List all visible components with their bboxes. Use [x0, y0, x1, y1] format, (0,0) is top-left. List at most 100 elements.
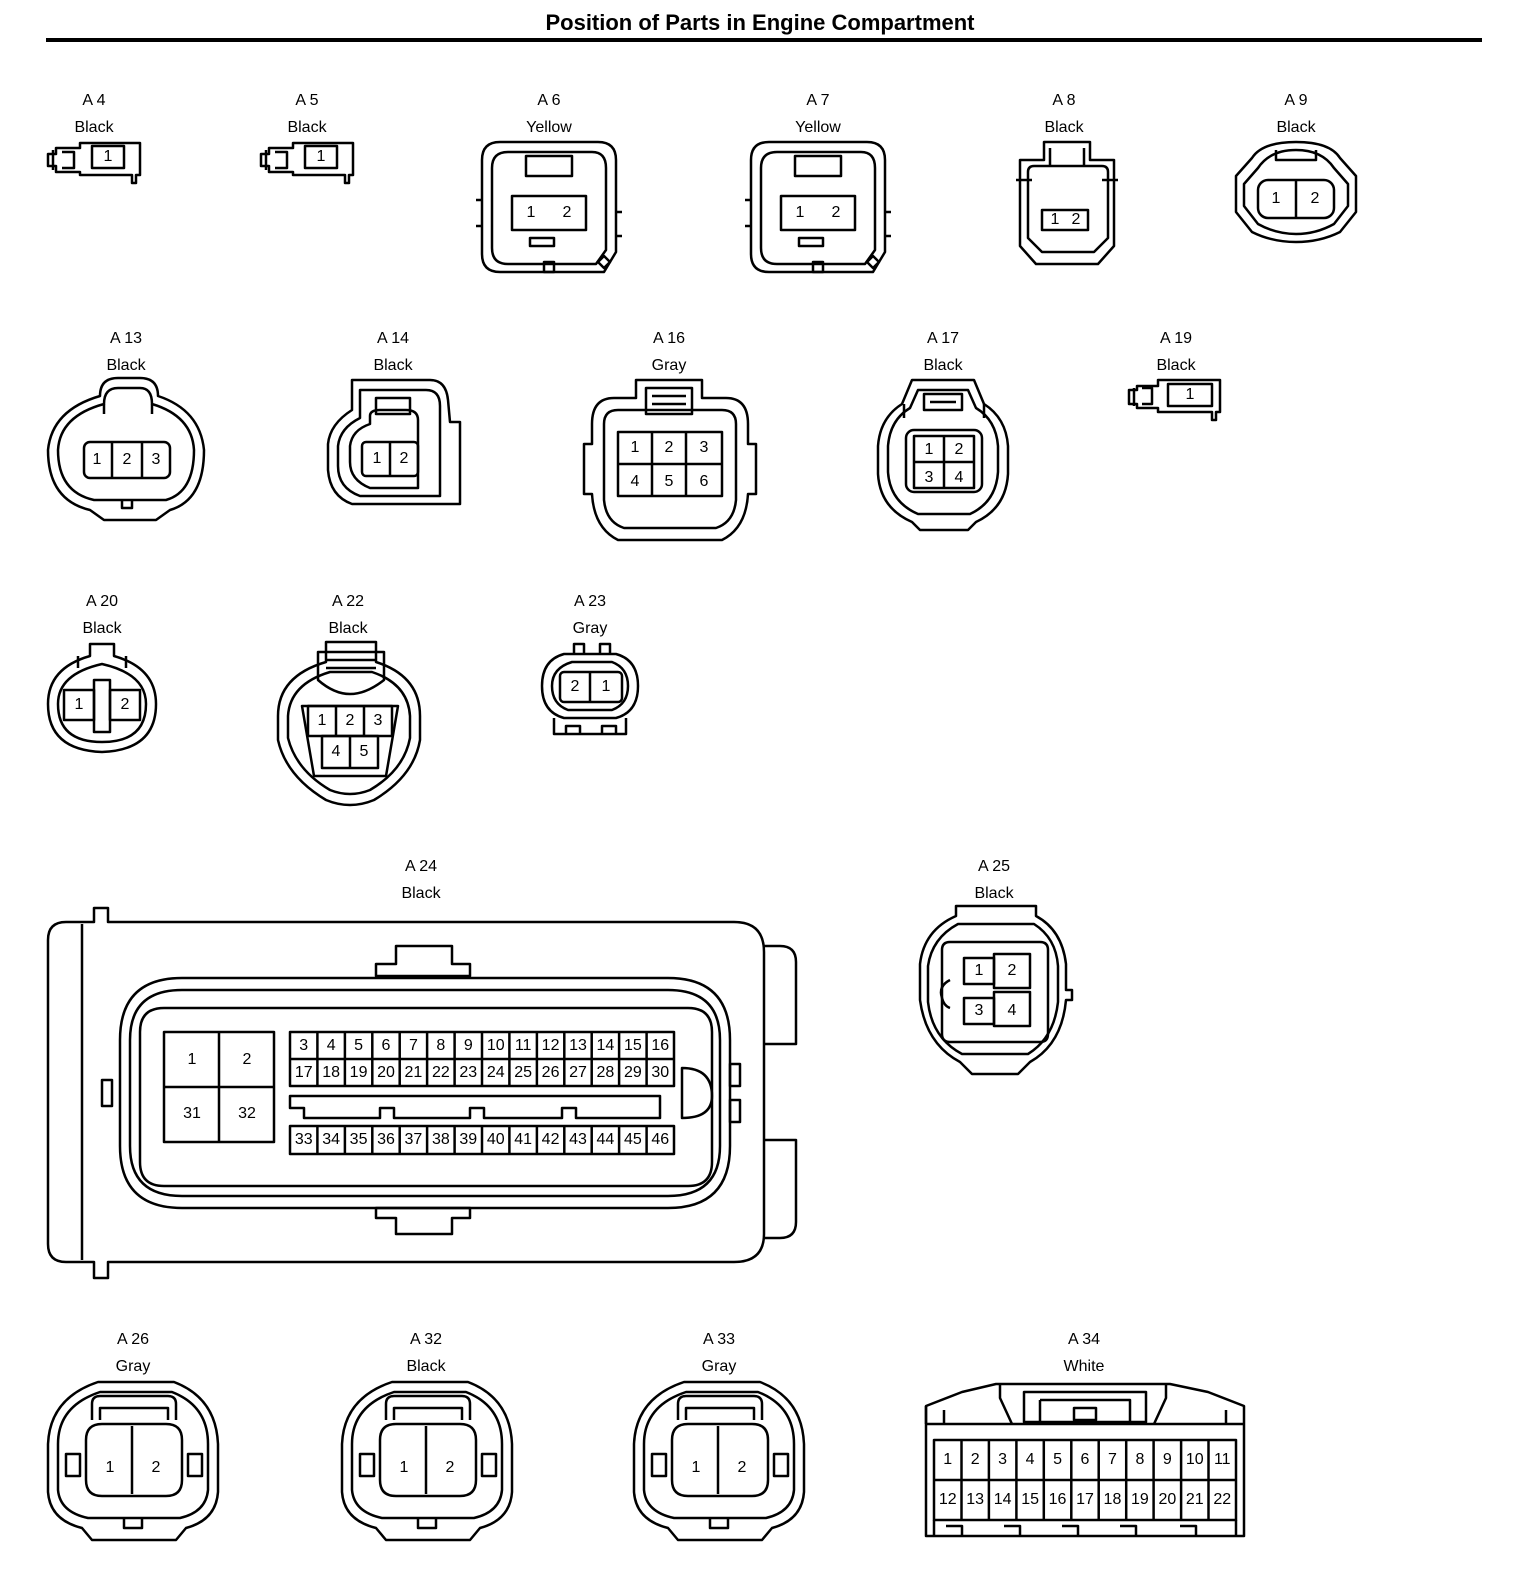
pin-number: 18 — [1104, 1491, 1122, 1508]
pin-number: 12 — [542, 1037, 560, 1054]
pin-number: 3 — [152, 451, 161, 468]
pin-number: 10 — [487, 1037, 505, 1054]
pin-number: 1 — [373, 450, 382, 467]
pin-number: 1 — [796, 204, 805, 221]
pin-number: 4 — [955, 469, 964, 486]
pin-number: 6 — [1081, 1451, 1090, 1468]
connector-a23-drawing — [540, 642, 640, 736]
pin-number: 19 — [1131, 1491, 1149, 1508]
pin-number: 30 — [651, 1064, 669, 1081]
pin-number: 2 — [152, 1459, 161, 1476]
pin-number: 2 — [665, 439, 674, 456]
connector-color: Black — [1156, 357, 1196, 374]
connector-id: A 34 — [1067, 1331, 1101, 1348]
pin-number: 42 — [542, 1131, 560, 1148]
pin-number: 1 — [943, 1451, 952, 1468]
pin-number: 25 — [514, 1064, 532, 1081]
connector-a24-drawing — [46, 906, 798, 1280]
pin-number: 2 — [243, 1051, 252, 1068]
pin-number: 1 — [106, 1459, 115, 1476]
connector-a5-drawing — [259, 141, 355, 185]
connector-id: A 24 — [404, 858, 438, 875]
pin-number: 4 — [327, 1037, 336, 1054]
connector-color: Black — [923, 357, 963, 374]
pin-number: 16 — [651, 1037, 669, 1054]
pin-number: 3 — [374, 712, 383, 729]
pin-number: 23 — [459, 1064, 477, 1081]
pin-number: 1 — [925, 441, 934, 458]
connector-color: Yellow — [795, 119, 841, 136]
pin-number: 17 — [1076, 1491, 1094, 1508]
pin-number: 5 — [1053, 1451, 1062, 1468]
pin-number: 2 — [1072, 211, 1081, 228]
pin-number: 22 — [432, 1064, 450, 1081]
pin-number: 1 — [631, 439, 640, 456]
connector-color: Black — [287, 119, 327, 136]
pin-number: 21 — [405, 1064, 423, 1081]
pin-number: 6 — [700, 473, 709, 490]
pin-number: 2 — [971, 1451, 980, 1468]
pin-number: 11 — [515, 1037, 532, 1054]
pin-number: 1 — [318, 712, 327, 729]
pin-number: 33 — [295, 1131, 313, 1148]
pin-number: 16 — [1049, 1491, 1067, 1508]
connector-color: Black — [106, 357, 146, 374]
pin-number: 5 — [354, 1037, 363, 1054]
pin-number: 2 — [738, 1459, 747, 1476]
pin-number: 38 — [432, 1131, 450, 1148]
pin-number: 1 — [104, 148, 113, 165]
connector-id: A 4 — [82, 92, 106, 109]
pin-number: 1 — [1272, 190, 1281, 207]
connector-a32-drawing — [340, 1380, 514, 1542]
pin-number: 8 — [1135, 1451, 1144, 1468]
pin-number: 31 — [183, 1105, 201, 1122]
connector-color: Gray — [701, 1358, 737, 1375]
pin-number: 20 — [377, 1064, 395, 1081]
pin-number: 3 — [998, 1451, 1007, 1468]
pin-number: 13 — [569, 1037, 587, 1054]
pin-number: 1 — [975, 962, 984, 979]
connector-id: A 26 — [116, 1331, 150, 1348]
pin-number: 6 — [382, 1037, 391, 1054]
connector-a33-drawing — [632, 1380, 806, 1542]
connector-id: A 16 — [652, 330, 686, 347]
connector-color: Gray — [572, 620, 608, 637]
connector-color: Black — [373, 357, 413, 374]
pin-number: 9 — [1163, 1451, 1172, 1468]
connector-id: A 17 — [926, 330, 960, 347]
connector-color: Black — [328, 620, 368, 637]
pin-number: 13 — [966, 1491, 984, 1508]
pin-number: 35 — [350, 1131, 368, 1148]
connector-id: A 13 — [109, 330, 143, 347]
connector-a8-drawing — [1016, 140, 1118, 266]
connector-id: A 25 — [977, 858, 1011, 875]
pin-number: 2 — [571, 678, 580, 695]
pin-number: 21 — [1186, 1491, 1204, 1508]
pin-number: 22 — [1213, 1491, 1231, 1508]
pin-number: 46 — [651, 1131, 669, 1148]
pin-number: 4 — [1026, 1451, 1035, 1468]
pin-number: 12 — [939, 1491, 957, 1508]
pin-number: 4 — [631, 473, 640, 490]
pin-number: 10 — [1186, 1451, 1204, 1468]
pin-number: 37 — [405, 1131, 423, 1148]
connector-a4-drawing — [46, 141, 142, 185]
connector-a7-drawing — [745, 140, 891, 274]
pin-number: 4 — [332, 743, 341, 760]
connector-id: A 9 — [1284, 92, 1308, 109]
pin-number: 24 — [487, 1064, 505, 1081]
pin-number: 4 — [1008, 1002, 1017, 1019]
title-rule — [46, 38, 1482, 42]
pin-number: 2 — [955, 441, 964, 458]
connector-id: A 8 — [1052, 92, 1076, 109]
connector-a25-drawing — [918, 904, 1074, 1076]
connector-color: Yellow — [526, 119, 572, 136]
pin-number: 15 — [1021, 1491, 1039, 1508]
pin-number: 17 — [295, 1064, 313, 1081]
